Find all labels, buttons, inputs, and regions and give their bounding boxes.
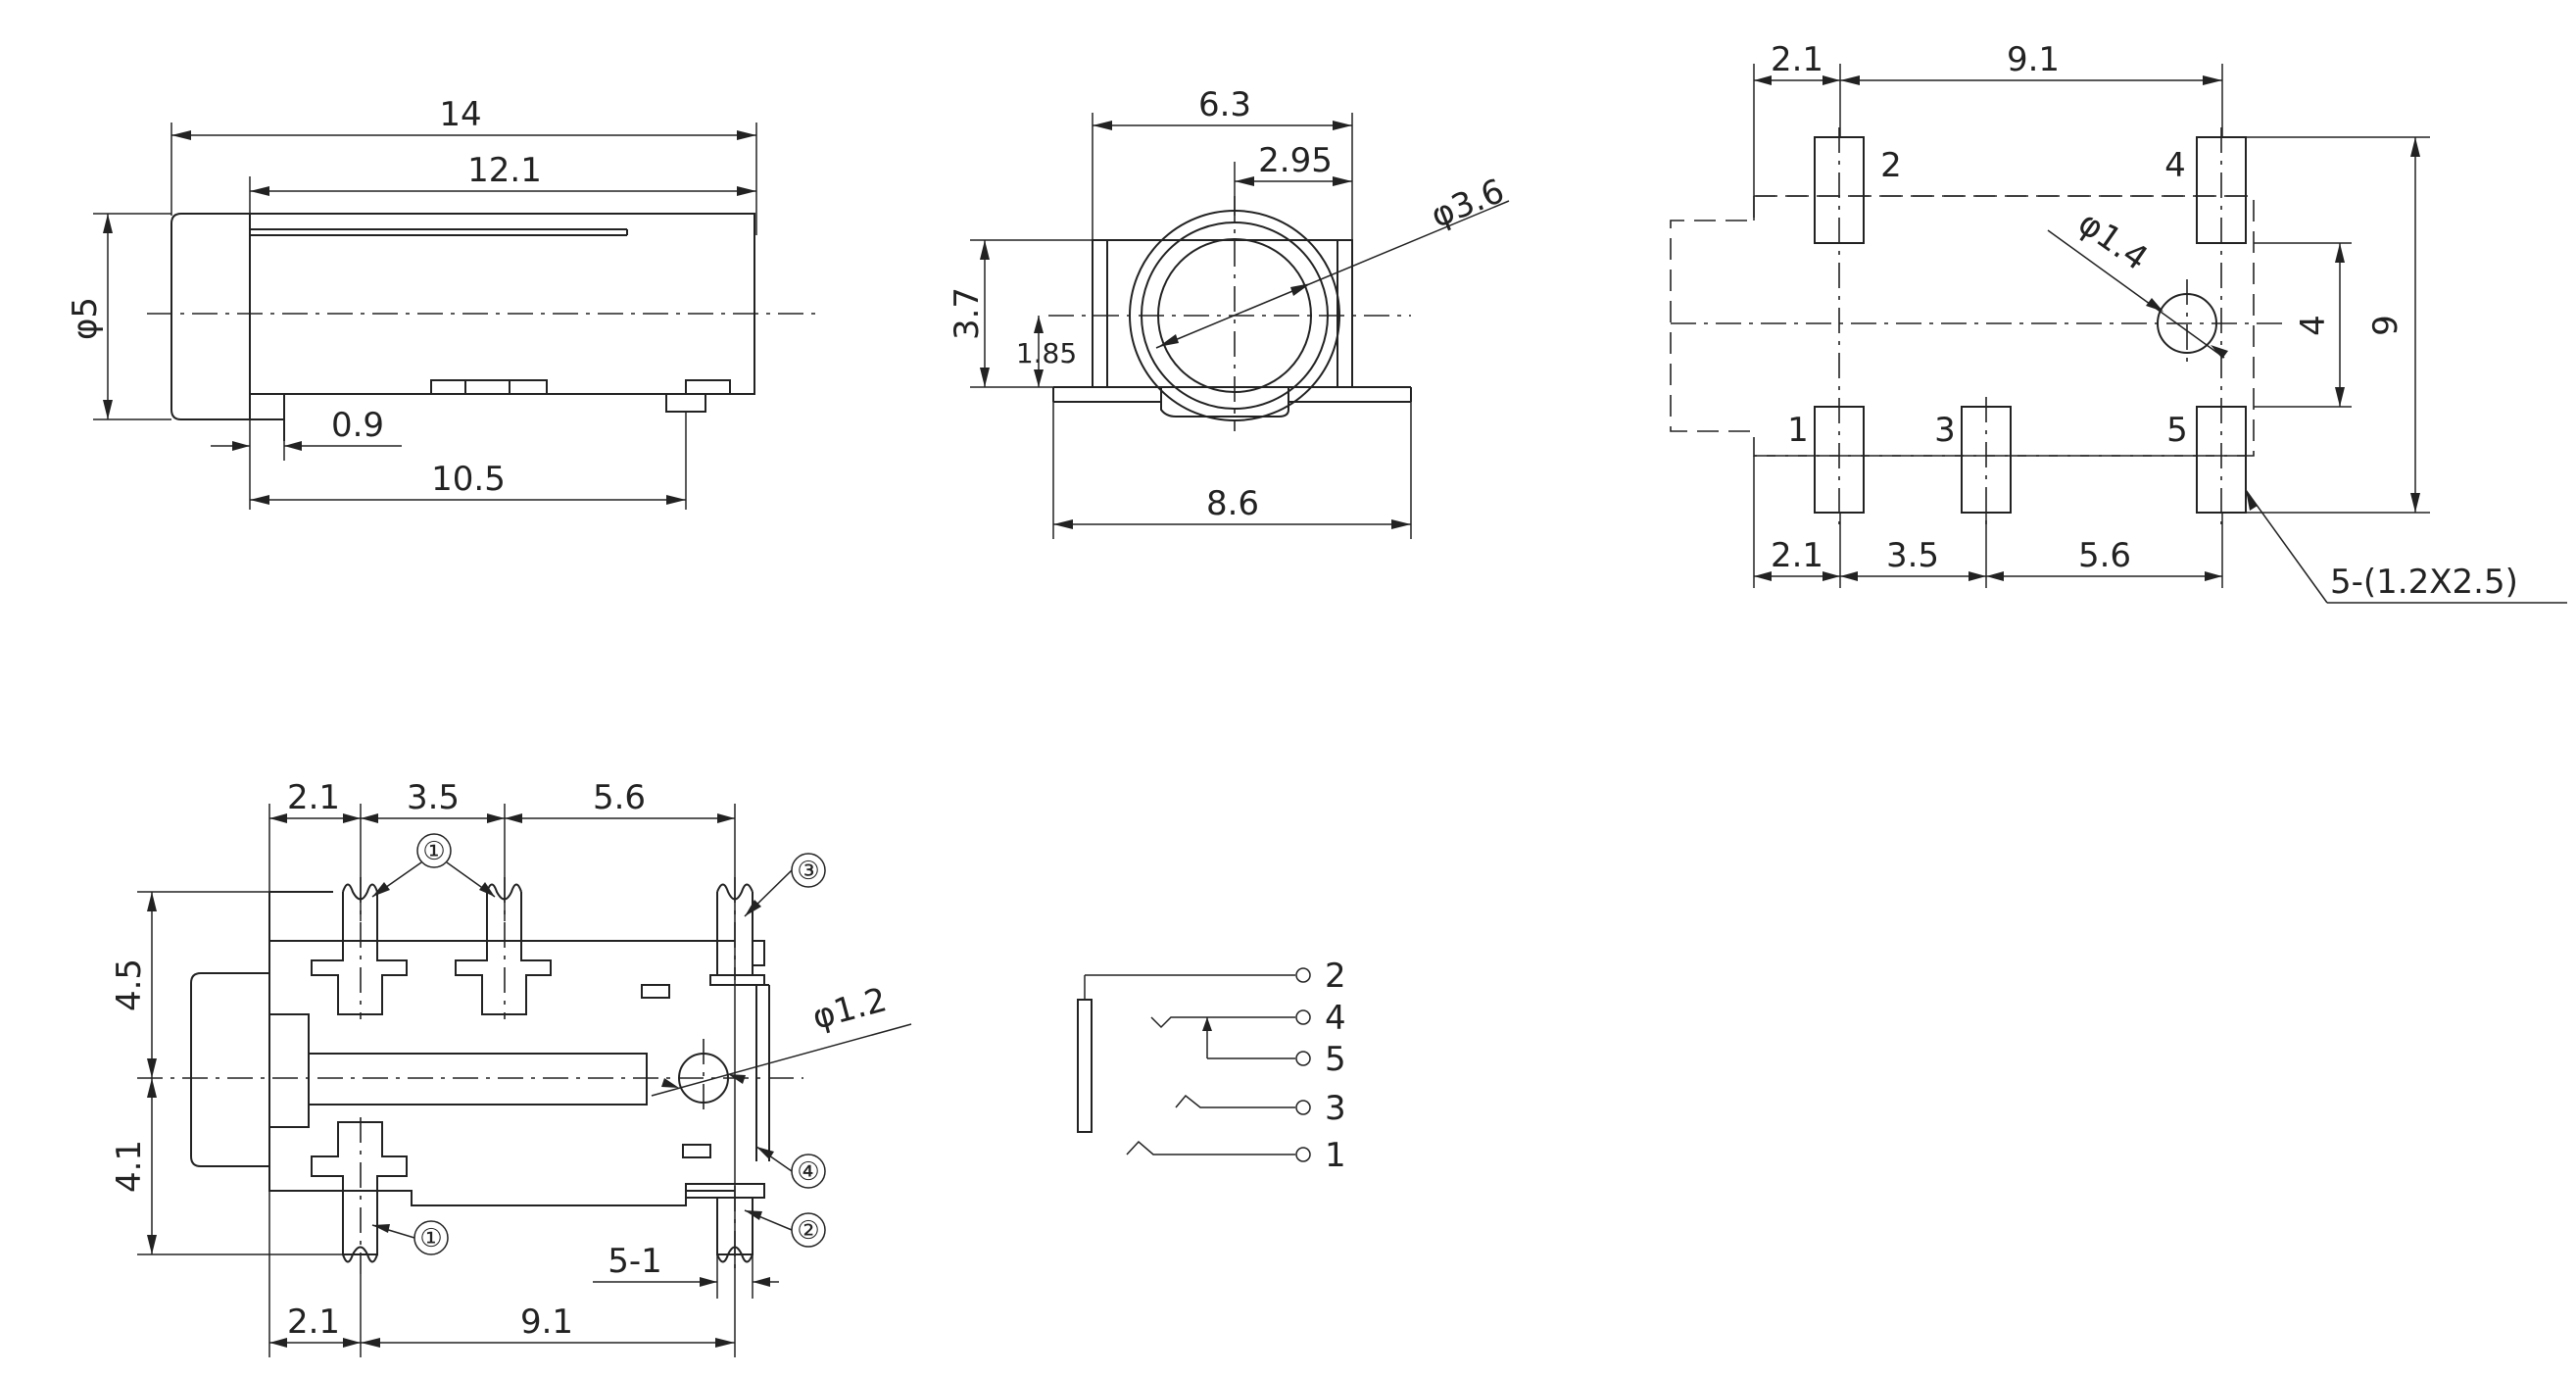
pcb-dim-bot-1: 2.1 <box>1771 536 1823 575</box>
pcb-pin-label-4: 4 <box>2164 146 2186 185</box>
bottom-dim-left-lower: 4.1 <box>110 1140 149 1193</box>
bottom-pin-top-left <box>311 877 408 1019</box>
side-dim-offset: 0.9 <box>331 406 384 445</box>
schematic-pin-3: 3 <box>1325 1089 1346 1128</box>
svg-text:④: ④ <box>797 1157 819 1187</box>
side-dim-diameter: φ5 <box>66 297 105 340</box>
front-dim-hole: φ3.6 <box>1426 172 1510 236</box>
callout-2: ② <box>744 1209 826 1248</box>
pcb-dim-bot-3: 5.6 <box>2078 536 2131 575</box>
svg-text:①: ① <box>419 1224 442 1253</box>
pcb-pin-label-5: 5 <box>2166 411 2188 450</box>
bottom-pin-right-bottom <box>685 1183 765 1274</box>
front-view: 6.3 2.95 φ3.6 3.7 <box>948 85 1510 539</box>
front-dim-center: 1.85 <box>1016 337 1077 369</box>
pcb-dim-hole: φ1.4 <box>2071 204 2156 279</box>
schematic: 2 4 5 3 1 <box>1077 957 1346 1175</box>
bottom-dim-left-upper: 4.5 <box>110 958 149 1011</box>
schematic-pin-2: 2 <box>1325 957 1346 996</box>
bottom-pin-right-top <box>709 877 770 1161</box>
pcb-dim-top-span: 9.1 <box>2007 40 2060 79</box>
front-dim-half: 2.95 <box>1258 141 1333 180</box>
pcb-pin-label-2: 2 <box>1880 146 1902 185</box>
pcb-dim-pitch-outer: 9 <box>2366 315 2406 336</box>
bottom-dim-bot-1: 2.1 <box>287 1302 340 1342</box>
pcb-pad-note: 5-(1.2X2.5) <box>2330 563 2518 602</box>
bottom-dim-hole: φ1.2 <box>808 980 891 1037</box>
front-dim-height: 3.7 <box>948 287 987 340</box>
side-dim-pin: 10.5 <box>431 460 506 499</box>
bottom-dim-top-2: 3.5 <box>407 778 460 817</box>
pcb-pin-label-1: 1 <box>1787 411 1809 450</box>
bottom-pin-bottom-left <box>311 1117 408 1274</box>
front-dim-base: 8.6 <box>1206 484 1259 523</box>
schematic-pin-1: 1 <box>1325 1136 1346 1175</box>
callout-1-bottom: ① <box>371 1220 449 1255</box>
bottom-dim-top-3: 5.6 <box>593 778 646 817</box>
pcb-dim-pitch-inner: 4 <box>2294 315 2333 336</box>
bottom-pin-top-mid <box>455 877 552 1019</box>
bottom-dim-top-1: 2.1 <box>287 778 340 817</box>
side-view: 14 12.1 φ5 <box>66 95 823 510</box>
svg-text:③: ③ <box>797 857 819 886</box>
bottom-dim-bot-2: 9.1 <box>520 1302 573 1342</box>
bottom-view: 2.1 3.5 5.6 <box>110 778 912 1357</box>
side-dim-overall: 14 <box>439 95 481 134</box>
bottom-dim-small: 5-1 <box>608 1242 662 1281</box>
front-dim-width: 6.3 <box>1198 85 1251 124</box>
schematic-sleeve <box>1077 999 1093 1133</box>
schematic-pin-5: 5 <box>1325 1040 1346 1079</box>
callout-4: ④ <box>755 1146 826 1189</box>
pcb-layout: 2.1 9.1 2 4 1 3 5 φ1.4 <box>1670 40 2567 604</box>
pcb-pin-label-3: 3 <box>1934 411 1956 450</box>
svg-text:①: ① <box>422 837 445 866</box>
schematic-pin-4: 4 <box>1325 999 1346 1038</box>
side-dim-body: 12.1 <box>467 151 542 190</box>
pcb-dim-bot-2: 3.5 <box>1886 536 1939 575</box>
pcb-dim-top-left: 2.1 <box>1771 40 1823 79</box>
svg-text:②: ② <box>797 1216 819 1246</box>
callout-3: ③ <box>744 853 826 917</box>
callout-1-top: ① <box>371 833 496 898</box>
